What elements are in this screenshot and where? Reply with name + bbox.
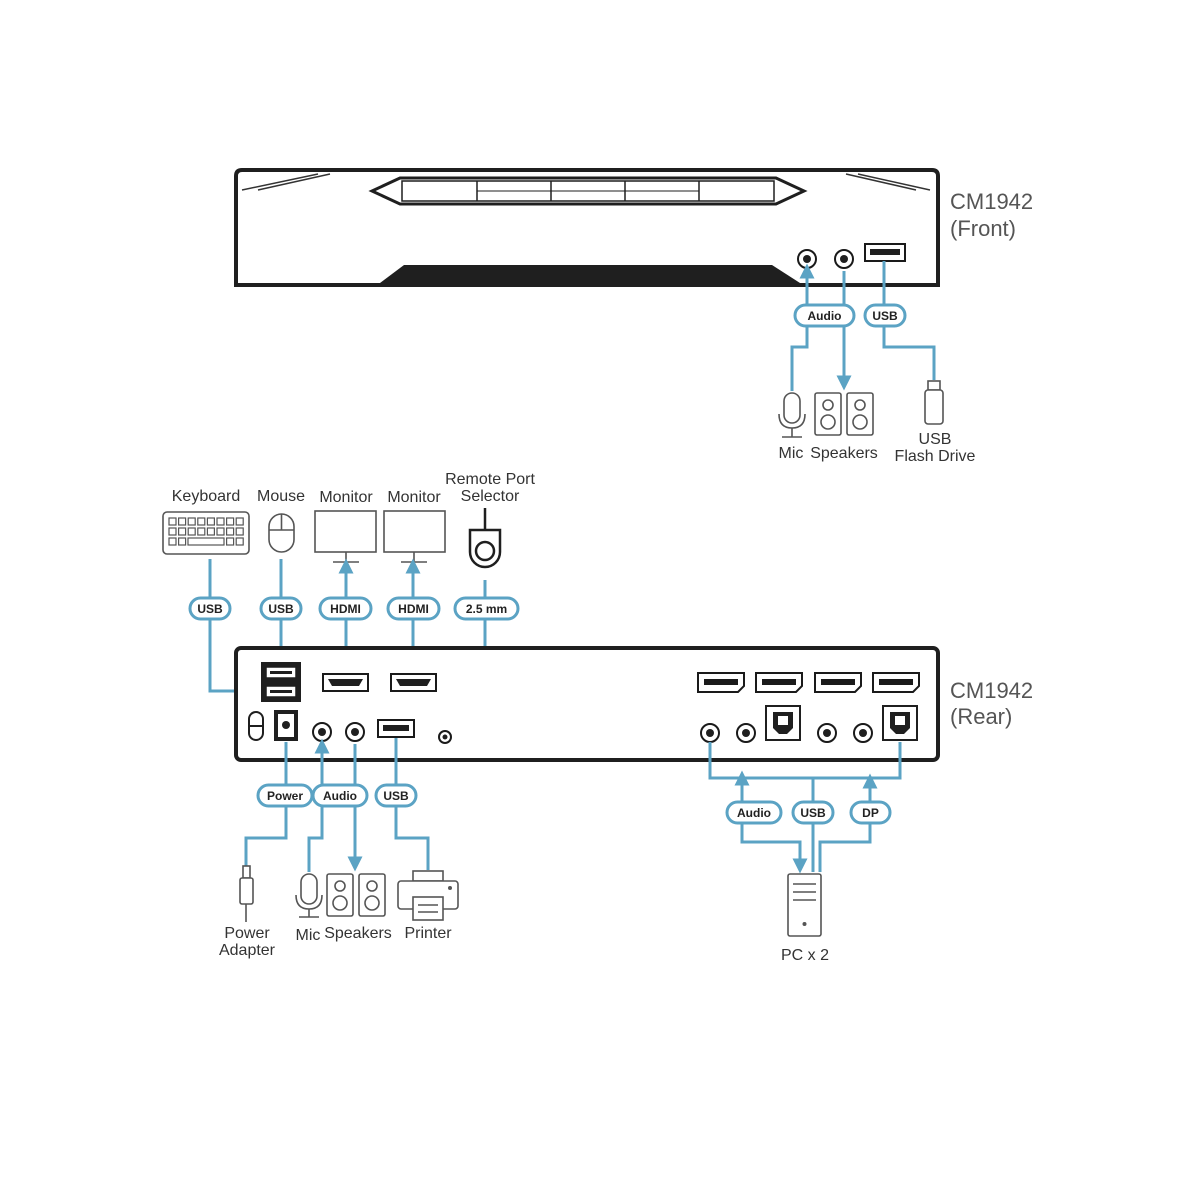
printer-label: Printer	[404, 925, 452, 942]
keyboard-key	[187, 517, 196, 526]
pc-audio-badge: Audio	[725, 800, 783, 825]
svg-text:USB: USB	[197, 602, 223, 616]
svg-text:USB: USB	[383, 789, 409, 803]
svg-text:HDMI: HDMI	[398, 602, 429, 616]
keyboard-label: Keyboard	[172, 488, 241, 505]
rear-dp-ports	[697, 672, 920, 693]
front-flash-label-1: USB	[919, 431, 952, 448]
mouse-usb-badge: USB	[259, 596, 303, 621]
pc-dp-badge: DP	[849, 800, 892, 825]
power-badge: Power	[256, 783, 314, 808]
keyboard-spacebar	[187, 537, 225, 546]
power-adapter-label-1: Power	[224, 925, 270, 942]
front-flash-label-2: Flash Drive	[895, 448, 976, 465]
microphone-icon	[778, 392, 806, 438]
keyboard-key	[235, 527, 244, 536]
rear-dp-port	[755, 672, 803, 693]
front-mic-label: Mic	[779, 445, 804, 462]
rear-mic-label: Mic	[296, 927, 321, 944]
monitor-icon	[314, 510, 377, 563]
svg-text:USB: USB	[268, 602, 294, 616]
speakers-icon	[814, 392, 874, 436]
svg-text:HDMI: HDMI	[330, 602, 361, 616]
keyboard-key	[178, 537, 187, 546]
keyboard-key	[187, 527, 196, 536]
rear-usb-badge: USB	[374, 783, 418, 808]
front-unit-subtitle: (Front)	[950, 216, 1016, 241]
hdmi1-badge: HDMI	[318, 596, 373, 621]
keyboard-key	[206, 527, 215, 536]
keyboard-icon	[162, 511, 250, 555]
rear-power-port	[274, 710, 298, 741]
rear-audio-badge: Audio	[311, 783, 369, 808]
printer-icon	[397, 870, 459, 921]
svg-text:DP: DP	[862, 806, 879, 820]
keyboard-key	[197, 527, 206, 536]
keyboard-key	[178, 517, 187, 526]
keyboard-key	[226, 527, 235, 536]
rear-usb-stack-port	[261, 662, 301, 702]
pc-dp-cable	[818, 773, 878, 872]
mouse-icon	[268, 513, 295, 553]
svg-text:Audio: Audio	[808, 309, 842, 323]
front-usb-badge: USB	[863, 303, 907, 328]
monitor1-label: Monitor	[319, 489, 373, 506]
svg-text:Audio: Audio	[323, 789, 357, 803]
front-unit: CM1942 (Front) Audio USB	[234, 168, 1033, 465]
power-adapter-label-2: Adapter	[219, 942, 276, 959]
keyboard-key	[216, 527, 225, 536]
hdmi2-badge: HDMI	[386, 596, 441, 621]
front-audio-badge: Audio	[793, 303, 856, 328]
mouse-label: Mouse	[257, 488, 305, 505]
keyboard-key	[168, 517, 177, 526]
keyboard-key	[235, 537, 244, 546]
keyboard-key	[168, 527, 177, 536]
rear-pc1-usb-b-port	[765, 705, 801, 741]
front-mic-cable	[790, 263, 815, 391]
rear-unit-subtitle: (Rear)	[950, 704, 1012, 729]
rear-dp-port	[814, 672, 862, 693]
svg-text:Power: Power	[267, 789, 303, 803]
rear-speakers-label: Speakers	[324, 925, 392, 942]
remote-selector-label-2: Selector	[461, 488, 520, 505]
rear-unit: Keyboard Mouse Monitor Monitor Remote Po…	[162, 471, 1033, 964]
keyboard-key	[216, 517, 225, 526]
rear-unit-title: CM1942	[950, 678, 1033, 703]
rear-dp-port	[697, 672, 745, 693]
rear-mic-cable	[307, 738, 330, 872]
svg-text:USB: USB	[872, 309, 898, 323]
keyboard-usb-badge: USB	[188, 596, 232, 621]
keyboard-key	[178, 527, 187, 536]
speakers-icon	[326, 873, 386, 917]
rear-dp-port	[872, 672, 920, 693]
keyboard-key	[168, 537, 177, 546]
pc-tower-icon	[787, 873, 822, 937]
remote-port-selector-icon	[468, 508, 502, 569]
svg-text:2.5 mm: 2.5 mm	[466, 602, 507, 616]
rear-lock-icon	[248, 711, 264, 741]
svg-text:USB: USB	[800, 806, 826, 820]
rear-chassis	[234, 646, 940, 762]
svg-text:Audio: Audio	[737, 806, 771, 820]
keyboard-key	[226, 517, 235, 526]
pc-usb-badge: USB	[791, 800, 835, 825]
keyboard-key	[226, 537, 235, 546]
remote-2-5mm-badge: 2.5 mm	[453, 596, 520, 621]
pc-label: PC x 2	[781, 947, 829, 964]
monitor-icon	[383, 510, 446, 563]
front-unit-title: CM1942	[950, 189, 1033, 214]
monitor2-label: Monitor	[387, 489, 441, 506]
microphone-icon	[295, 873, 323, 918]
usb-flash-drive-icon	[924, 380, 944, 425]
keyboard-key	[235, 517, 244, 526]
rear-pc2-usb-b-port	[882, 705, 918, 741]
keyboard-key	[206, 517, 215, 526]
keyboard-key	[197, 517, 206, 526]
front-speakers-label: Speakers	[810, 445, 878, 462]
power-adapter-icon	[239, 865, 254, 922]
remote-selector-label-1: Remote Port	[445, 471, 535, 488]
